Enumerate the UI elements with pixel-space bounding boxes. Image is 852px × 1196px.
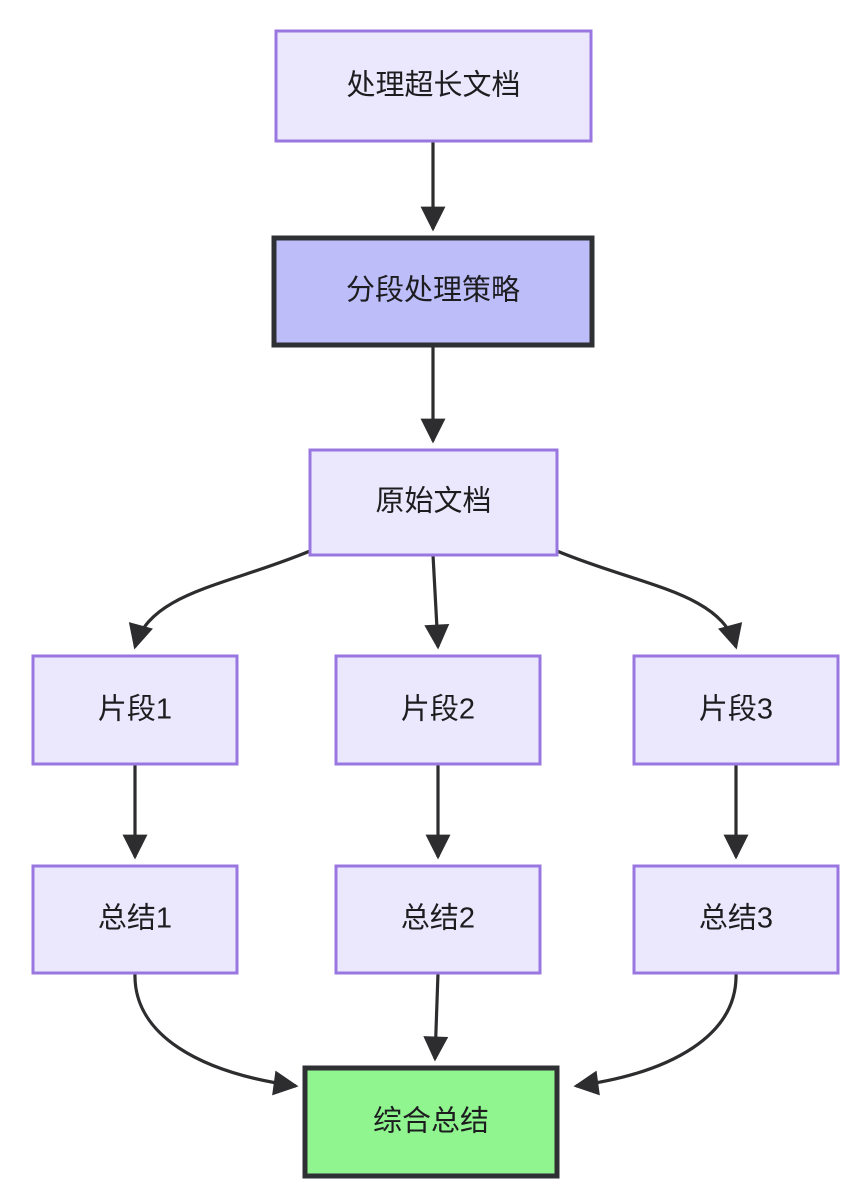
- node-box[interactable]: [632, 654, 840, 766]
- node-box[interactable]: [334, 654, 542, 766]
- node-label: 原始文档: [375, 485, 491, 518]
- node-box[interactable]: [308, 448, 559, 557]
- edge-n7-n10: [133, 972, 299, 1096]
- node-label: 总结3: [699, 902, 773, 935]
- node-chunking-strategy[interactable]: 分段处理策略: [271, 235, 595, 348]
- edge-n3-n5: [424, 554, 450, 650]
- node-box[interactable]: [274, 29, 593, 143]
- node-label: 片段2: [401, 693, 475, 726]
- node-box[interactable]: [31, 864, 239, 975]
- edge-n3-n6: [556, 549, 743, 650]
- node-fragment-3[interactable]: 片段3: [632, 654, 840, 766]
- node-label: 片段1: [98, 693, 172, 726]
- node-label: 综合总结: [373, 1105, 489, 1138]
- node-label: 处理超长文档: [346, 69, 520, 102]
- node-process-long-document[interactable]: 处理超长文档: [274, 29, 593, 143]
- node-label: 总结1: [98, 902, 172, 935]
- node-original-document[interactable]: 原始文档: [308, 448, 559, 557]
- edge-layer: [122, 141, 749, 1096]
- node-comprehensive-summary[interactable]: 综合总结: [302, 1065, 560, 1179]
- node-label: 片段3: [699, 693, 773, 726]
- node-box[interactable]: [31, 654, 239, 766]
- node-summary-3[interactable]: 总结3: [632, 864, 840, 975]
- node-box[interactable]: [302, 1065, 560, 1179]
- node-summary-2[interactable]: 总结2: [334, 864, 542, 975]
- node-label: 总结2: [401, 902, 475, 935]
- node-label: 分段处理策略: [346, 274, 520, 307]
- edge-n3-n4: [128, 549, 311, 650]
- node-layer: 处理超长文档 分段处理策略 原始文档 片段1 片段2 片段3: [31, 29, 840, 1179]
- node-box[interactable]: [632, 864, 840, 975]
- node-fragment-1[interactable]: 片段1: [31, 654, 239, 766]
- edge-n8-n10: [423, 972, 449, 1062]
- node-summary-1[interactable]: 总结1: [31, 864, 239, 975]
- node-box[interactable]: [334, 864, 542, 975]
- node-box[interactable]: [271, 235, 595, 348]
- node-fragment-2[interactable]: 片段2: [334, 654, 542, 766]
- edge-n9-n10: [573, 972, 738, 1096]
